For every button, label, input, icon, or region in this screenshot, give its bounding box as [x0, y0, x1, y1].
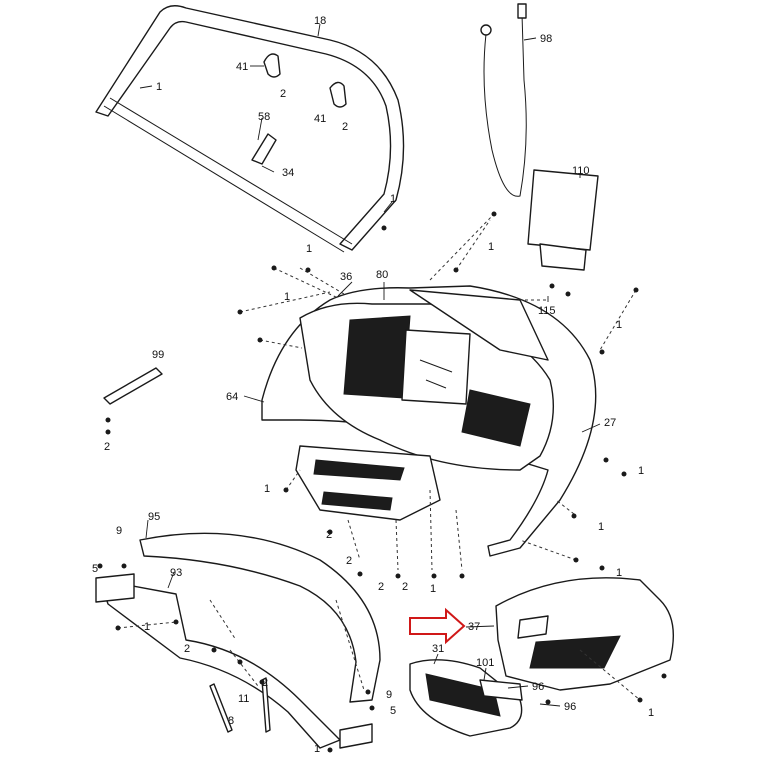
handlebar-frame-part [95, 5, 405, 253]
right-motor-hood-part [495, 577, 675, 691]
callout-41a: 41 [236, 61, 248, 73]
callout-2e: 2 [346, 555, 352, 567]
board-part [527, 169, 599, 271]
callout-2d: 2 [326, 529, 332, 541]
callout-96b: 96 [564, 701, 576, 713]
callout-labels: 18 41 2 41 2 1 58 34 1 98 110 115 1 1 36… [92, 15, 654, 755]
callout-2h: 2 [184, 643, 190, 655]
callout-36: 36 [340, 271, 352, 283]
callout-1g: 1 [638, 465, 644, 477]
bracket-parts [251, 53, 347, 165]
callout-5a: 5 [92, 563, 98, 575]
callout-2f: 2 [378, 581, 384, 593]
rod-part [103, 367, 163, 405]
leader-lines [139, 23, 601, 707]
callout-2b: 2 [342, 121, 348, 133]
left-hood-part [95, 532, 381, 749]
screws [97, 211, 667, 753]
callout-1b: 1 [390, 193, 396, 205]
callout-98: 98 [540, 33, 552, 45]
callout-101: 101 [476, 657, 494, 669]
callout-80: 80 [376, 269, 388, 281]
callout-27: 27 [604, 417, 616, 429]
callout-41b: 41 [314, 113, 326, 125]
display-pod-part [295, 445, 441, 521]
callout-1a: 1 [156, 81, 162, 93]
front-grille-part [409, 659, 523, 737]
callout-8: 8 [228, 715, 234, 727]
callout-31: 31 [432, 643, 444, 655]
callout-1c: 1 [488, 241, 494, 253]
callout-95: 95 [148, 511, 160, 523]
callout-1l: 1 [616, 567, 622, 579]
cable-part [480, 3, 527, 197]
callout-1k: 1 [430, 583, 436, 595]
console-shroud-part [261, 285, 597, 557]
callout-93: 93 [170, 567, 182, 579]
callout-1h: 1 [264, 483, 270, 495]
callout-9a: 9 [116, 525, 122, 537]
callout-2i: 2 [262, 677, 268, 689]
callout-1f: 1 [616, 319, 622, 331]
callout-110: 110 [572, 165, 590, 177]
callout-2g: 2 [402, 581, 408, 593]
callout-9b: 9 [386, 689, 392, 701]
callout-18: 18 [314, 15, 326, 27]
callout-5b: 5 [390, 705, 396, 717]
callout-34: 34 [282, 167, 294, 179]
bolt-parts [209, 677, 271, 733]
callout-1m: 1 [648, 707, 654, 719]
callout-1i: 1 [598, 521, 604, 533]
callout-11: 11 [238, 693, 249, 705]
callout-115: 115 [538, 305, 556, 317]
callout-2a: 2 [280, 88, 286, 100]
callout-37: 37 [468, 621, 480, 633]
callout-1e: 1 [284, 291, 290, 303]
callout-96a: 96 [532, 681, 544, 693]
callout-1n: 1 [314, 743, 320, 755]
callout-1j: 1 [144, 621, 150, 633]
callout-58: 58 [258, 111, 270, 123]
callout-2c: 2 [104, 441, 110, 453]
highlight-arrow [409, 607, 466, 645]
callout-64: 64 [226, 391, 238, 403]
callout-1d: 1 [306, 243, 312, 255]
callout-99: 99 [152, 349, 164, 361]
